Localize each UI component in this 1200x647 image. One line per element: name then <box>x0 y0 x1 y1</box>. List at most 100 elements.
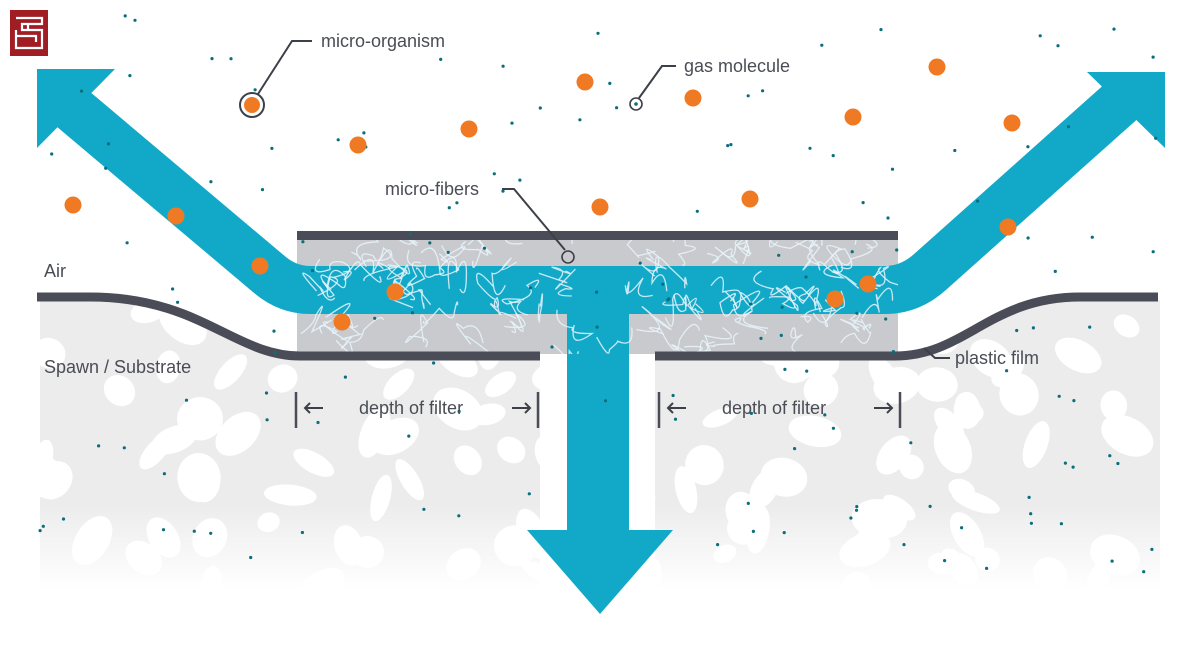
gas-molecule-dot <box>748 302 753 306</box>
fiber-strand <box>840 318 872 344</box>
gas-molecule-dot <box>1142 570 1146 574</box>
fiber-strand <box>361 246 392 268</box>
label-depth-right: depth of filter <box>722 398 826 418</box>
fiber-strand <box>768 286 796 309</box>
gas-molecule-dot <box>501 64 505 68</box>
gas-molecule-dot <box>1057 394 1061 398</box>
gas-molecule-dot <box>1151 250 1155 254</box>
gas-molecules <box>38 14 1158 574</box>
gas-molecule-dot <box>761 89 765 93</box>
label-micro-fibers: micro-fibers <box>385 179 479 199</box>
micro-organism-dot <box>64 196 82 214</box>
fiber-strand <box>406 249 445 278</box>
gas-molecule-dot <box>1071 465 1075 469</box>
gas-molecule-dot <box>249 555 253 560</box>
gas-molecule-dot <box>855 311 859 315</box>
plastic-film-right <box>655 292 1158 361</box>
fiber-strand <box>556 309 595 341</box>
gas-molecule-dot <box>793 447 797 451</box>
gas-molecule-dot <box>1090 235 1094 239</box>
fiber-strand <box>719 290 738 317</box>
gas-molecule-dot <box>596 31 600 35</box>
label-air: Air <box>44 261 66 281</box>
gas-molecule-dot <box>209 180 213 184</box>
gas-molecule-dot <box>783 367 787 371</box>
gas-molecule-dot <box>229 57 233 61</box>
fiber-strand <box>795 241 822 266</box>
gas-molecule-dot <box>336 138 340 142</box>
micro-organism-dot <box>333 313 351 331</box>
micro-organism-dot <box>999 218 1017 236</box>
fiber-strand <box>861 287 894 319</box>
airflow-arrowhead-right <box>1087 72 1165 148</box>
label-micro-organism: micro-organism <box>321 31 445 51</box>
gas-molecule-dot <box>422 507 426 511</box>
gas-molecule-dot <box>782 531 786 535</box>
gas-molecule-dot <box>273 350 277 355</box>
fiber-strand <box>472 238 492 269</box>
gas-molecule-dot <box>41 524 45 528</box>
gas-molecule-dot <box>603 399 608 403</box>
filter-top-cap <box>297 231 898 240</box>
fiber-strand <box>775 285 799 311</box>
gas-molecule-dot <box>1026 145 1030 149</box>
gas-molecule-dot <box>886 216 890 220</box>
airflow-arrowhead-left <box>37 69 115 148</box>
fiber-strand <box>555 268 576 297</box>
fiber-strand <box>351 238 380 262</box>
fiber-strand <box>785 287 822 313</box>
gas-molecule-dot <box>253 88 257 92</box>
airflow-arrowhead-down <box>527 530 673 614</box>
gas-molecule-dot <box>272 329 276 333</box>
fiber-strand <box>768 238 816 249</box>
gas-molecule-dot <box>615 106 619 110</box>
gas-molecule-dot <box>902 543 906 547</box>
fiber-strand <box>504 312 526 334</box>
gas-molecule-dot <box>808 146 812 150</box>
gas-molecule-dot <box>1059 522 1063 526</box>
gas-molecule-sample <box>634 102 638 106</box>
gas-molecule-dot <box>1066 125 1071 129</box>
gas-molecule-dot <box>79 89 84 93</box>
fiber-strand <box>354 249 411 275</box>
gas-molecule-dot <box>260 188 265 192</box>
gas-molecule-dot <box>976 199 980 203</box>
gas-molecule-dot <box>891 350 896 354</box>
micro-organism-dot <box>684 89 702 107</box>
fiber-strand <box>342 261 382 283</box>
fiber-strand <box>645 257 668 292</box>
gas-molecule-dot <box>104 166 108 170</box>
gas-molecule-dot <box>1031 326 1035 330</box>
gas-molecule-dot <box>407 434 411 438</box>
gas-molecule-dot <box>1072 399 1076 403</box>
gas-molecule-dot <box>538 106 542 110</box>
gas-molecule-dot <box>50 152 54 156</box>
fiber-strand <box>800 297 823 324</box>
gas-molecule-dot <box>410 311 415 315</box>
fiber-strand <box>812 299 837 323</box>
plastic-film-left <box>37 292 540 361</box>
gas-molecule-dot <box>726 144 730 148</box>
fiber-strand <box>753 270 805 302</box>
fiber-strand <box>363 261 397 282</box>
fiber-strand <box>504 238 523 245</box>
gas-molecule-dot <box>909 441 913 445</box>
fiber-strand <box>831 248 853 274</box>
gas-molecule-dot <box>638 261 642 265</box>
gas-molecule-dot <box>850 250 854 254</box>
gas-molecule-dot <box>428 241 432 245</box>
gas-molecule-dot <box>854 508 859 512</box>
gas-molecule-dot <box>550 345 554 349</box>
gas-molecule-dot <box>161 528 166 532</box>
gas-molecule-dot <box>300 530 304 535</box>
fiber-strand <box>405 314 429 348</box>
airflow-channel <box>44 79 1141 314</box>
gas-molecule-dot <box>1056 44 1060 48</box>
micro-organism-dot <box>591 198 609 216</box>
gas-molecule-dot <box>777 253 781 257</box>
gas-molecule-dot <box>518 178 522 182</box>
gas-molecule-dot <box>362 131 366 135</box>
label-depth-left: depth of filter <box>359 398 463 418</box>
gas-molecule-dot <box>128 74 132 78</box>
fiber-strand <box>438 245 466 263</box>
